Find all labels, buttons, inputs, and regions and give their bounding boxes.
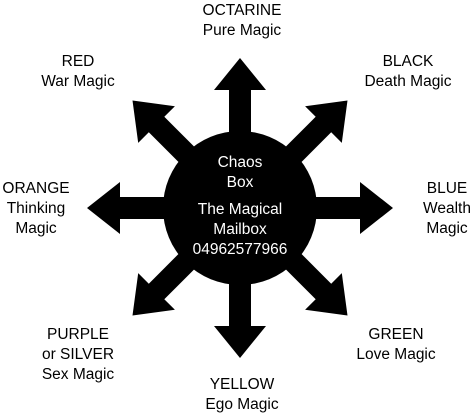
label-octarine-color: OCTARINE [202, 2, 282, 19]
label-red-magic: War Magic [41, 73, 115, 90]
label-green-color: GREEN [368, 326, 424, 343]
label-orange-color: ORANGE [2, 180, 70, 197]
center-circle [163, 131, 317, 285]
label-orange-magic-2: Magic [15, 220, 57, 237]
label-yellow-color: YELLOW [209, 376, 275, 393]
label-purple-color: PURPLE [46, 326, 110, 343]
center-line-mailbox: Mailbox [213, 221, 267, 238]
center-line-box: Box [227, 174, 254, 191]
label-octarine-magic: Pure Magic [202, 22, 282, 39]
label-orange: ORANGE Thinking Magic [2, 179, 69, 239]
label-purple-alt: or SILVER [41, 346, 115, 363]
label-blue: BLUE Wealth Magic [423, 179, 471, 239]
label-black-color: BLACK [382, 53, 434, 70]
label-blue-magic-2: Magic [426, 220, 468, 237]
label-green-magic: Love Magic [356, 346, 436, 363]
label-red: RED War Magic [41, 52, 115, 92]
label-blue-color: BLUE [426, 180, 468, 197]
center-line-chaos: Chaos [218, 154, 263, 171]
label-yellow-magic: Ego Magic [205, 396, 279, 413]
label-octarine: OCTARINE Pure Magic [203, 1, 282, 41]
label-purple: PURPLE or SILVER Sex Magic [42, 325, 114, 385]
center-line-phone: 04962577966 [193, 241, 288, 258]
label-purple-magic: Sex Magic [41, 366, 115, 383]
label-red-color: RED [61, 53, 95, 70]
center-line-magical: The Magical [198, 201, 282, 218]
label-black-magic: Death Magic [364, 73, 452, 90]
label-orange-magic-1: Thinking [6, 200, 66, 217]
label-yellow: YELLOW Ego Magic [205, 375, 278, 415]
label-black: BLACK Death Magic [364, 52, 451, 92]
label-blue-magic-1: Wealth [423, 200, 471, 217]
label-green: GREEN Love Magic [356, 325, 435, 365]
